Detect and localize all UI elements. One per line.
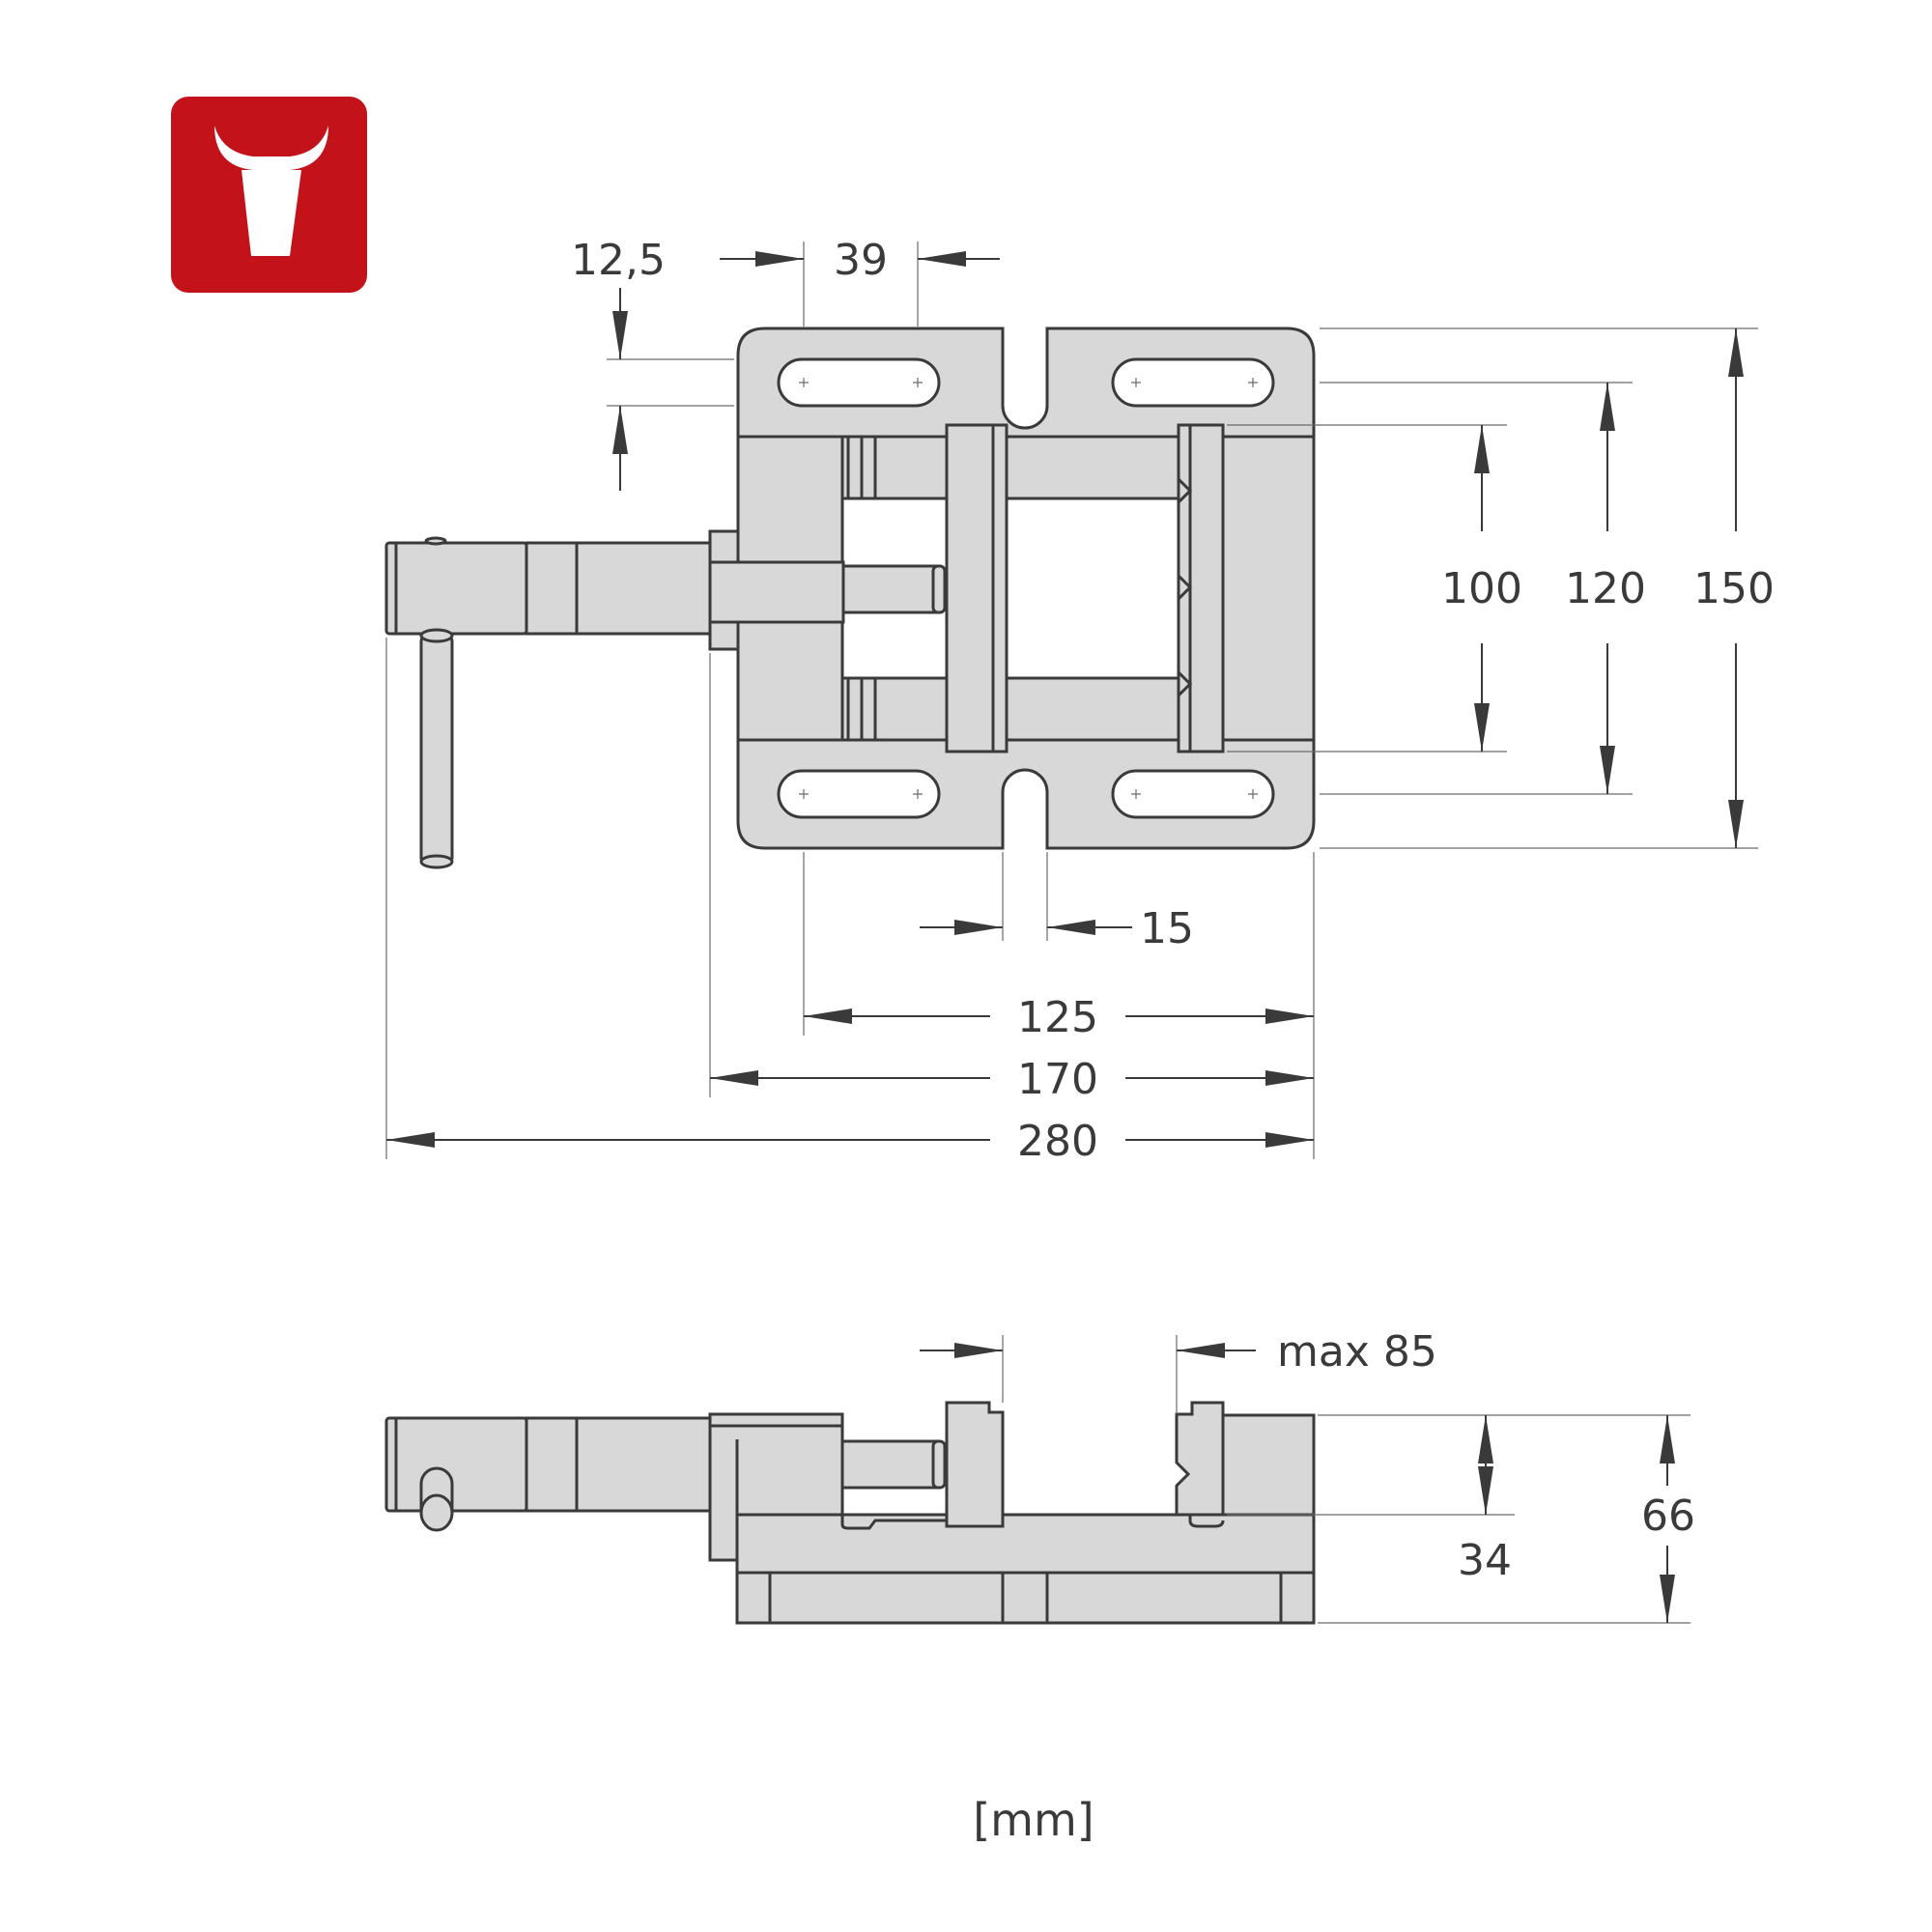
top-view	[384, 327, 1316, 869]
dim-170-label: 170	[1017, 1055, 1098, 1104]
dim-125-label: 125	[1017, 993, 1098, 1042]
top-dimensions: 39 12,5 100 120 150 15 125 170 280	[385, 236, 1775, 1166]
dim-max85-label: max 85	[1277, 1327, 1437, 1377]
dim-120-label: 120	[1565, 564, 1646, 613]
brand-logo	[171, 97, 367, 293]
dim-66-label: 66	[1641, 1492, 1695, 1541]
dim-12-5-label: 12,5	[571, 236, 666, 285]
dim-15-label: 15	[1140, 904, 1194, 953]
units-label: [mm]	[973, 1794, 1094, 1846]
bull-head-icon	[214, 126, 328, 256]
dim-280-label: 280	[1017, 1117, 1098, 1166]
side-view	[384, 1401, 1316, 1625]
dim-34-label: 34	[1458, 1536, 1512, 1585]
dim-39-label: 39	[834, 236, 888, 285]
side-dimensions: max 85 34 66	[920, 1327, 1695, 1624]
dim-100-label: 100	[1441, 564, 1522, 613]
dim-150-label: 150	[1693, 564, 1775, 613]
